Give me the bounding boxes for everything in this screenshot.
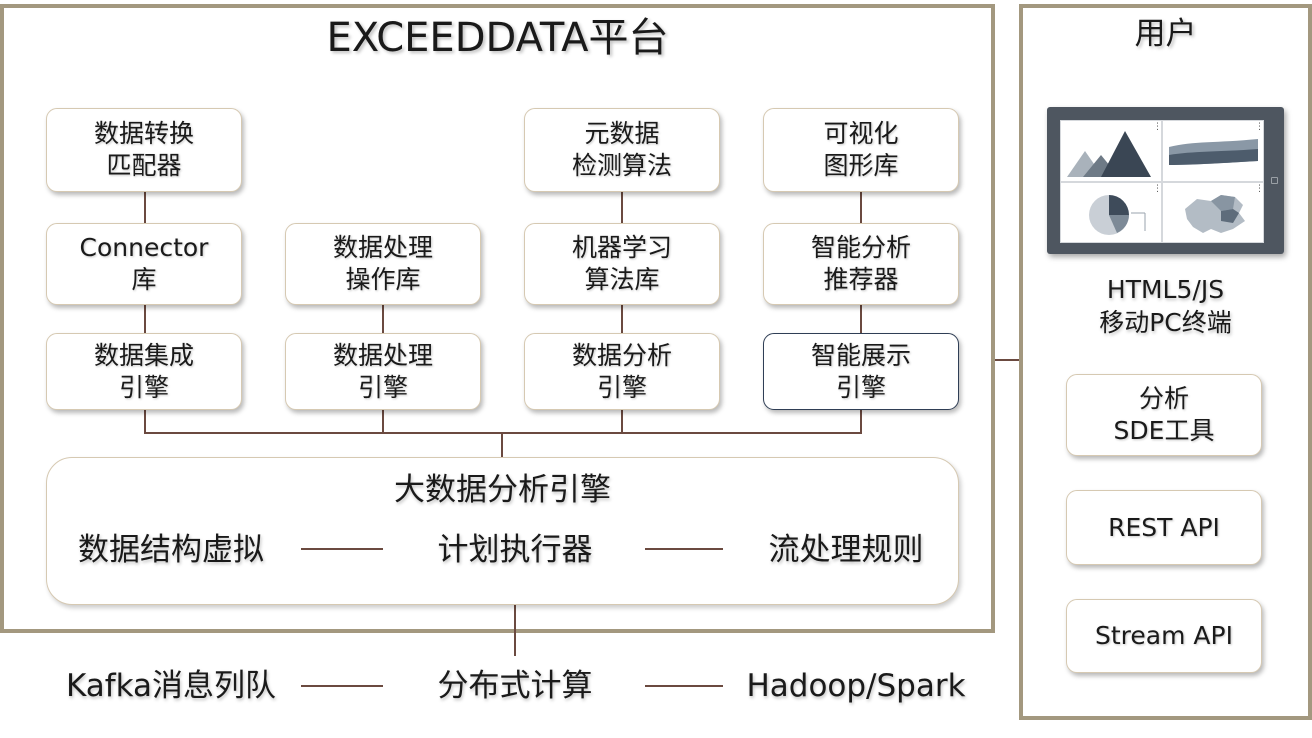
sde-tool-line2: SDE工具 — [1113, 416, 1215, 445]
connector-module-line1: Connector — [79, 233, 209, 262]
pie-chart-icon: ⋮ — [1060, 182, 1162, 243]
integration-engine-line2: 引擎 — [118, 372, 169, 402]
recommender-line2: 推荐器 — [823, 265, 899, 294]
viz-library-line2: 图形库 — [823, 151, 899, 180]
dashboard-tablet-icon: ⋮ ⋮ ⋮ — [1047, 107, 1284, 254]
ml-library-line2: 算法库 — [584, 265, 660, 294]
ml-library-line1: 机器学习 — [571, 233, 672, 262]
platform-user-link — [995, 359, 1019, 361]
line-viz-recommender — [860, 192, 862, 223]
line-ops-processing — [382, 305, 384, 333]
processing-engine-module: 数据处理 引擎 — [285, 333, 481, 410]
engine-title: 大数据分析引擎 — [394, 472, 611, 508]
connector-module: Connector 库 — [46, 223, 242, 305]
terminal-label-line1: HTML5/JS — [1106, 275, 1225, 304]
bottom-right-label: Hadoop/Spark — [746, 668, 966, 704]
drop-processing — [382, 410, 384, 433]
mountain-chart-icon: ⋮ — [1060, 120, 1162, 182]
bus-to-engine — [501, 432, 503, 457]
sde-tool-module: 分析 SDE工具 — [1066, 374, 1262, 456]
sde-tool-line1: 分析 — [1138, 384, 1189, 413]
tablet-screen: ⋮ ⋮ ⋮ — [1060, 120, 1264, 243]
bottom-dash-left — [301, 685, 383, 687]
connector-module-line2: 库 — [131, 265, 157, 294]
engine-right-label: 流处理规则 — [768, 532, 924, 568]
engine-left-label: 数据结构虚拟 — [78, 532, 264, 568]
integration-engine-line1: 数据集成 — [93, 340, 194, 370]
viz-library-line1: 可视化 — [823, 119, 899, 148]
line-connector-integration — [144, 305, 146, 333]
metadata-module-line2: 检测算法 — [571, 151, 672, 180]
engine-center-label: 计划执行器 — [437, 532, 593, 568]
ops-library-line1: 数据处理 — [332, 233, 433, 262]
match-module-line1: 数据转换 — [93, 119, 194, 148]
line-recommender-display — [860, 305, 862, 333]
engine-dash-left — [301, 548, 383, 550]
analysis-engine-box — [46, 457, 959, 605]
ml-library-module: 机器学习 算法库 — [524, 223, 720, 305]
ops-library-module: 数据处理 操作库 — [285, 223, 481, 305]
terminal-label-line2: 移动PC终端 — [1099, 308, 1232, 337]
stream-api-module: Stream API — [1066, 599, 1262, 673]
tablet-home-button — [1271, 177, 1278, 184]
analysis-engine-module: 数据分析 引擎 — [524, 333, 720, 410]
bottom-left-label: Kafka消息列队 — [65, 668, 277, 704]
line-ml-analysis — [621, 305, 623, 333]
display-engine-line1: 智能展示 — [810, 340, 911, 370]
display-engine-module: 智能展示 引擎 — [763, 333, 959, 410]
user-title: 用户 — [1134, 16, 1197, 52]
viz-library-module: 可视化 图形库 — [763, 108, 959, 192]
bottom-center-label: 分布式计算 — [437, 668, 593, 704]
stream-api-label: Stream API — [1095, 621, 1233, 650]
recommender-line1: 智能分析 — [810, 233, 911, 262]
metadata-module-line1: 元数据 — [584, 119, 660, 148]
drop-analysis — [621, 410, 623, 433]
platform-title: EXCEEDDATA平台 — [326, 15, 669, 61]
ops-library-line2: 操作库 — [345, 265, 421, 294]
drop-integration — [144, 410, 146, 433]
processing-engine-line2: 引擎 — [357, 372, 408, 402]
analysis-engine-line2: 引擎 — [596, 372, 647, 402]
display-engine-line2: 引擎 — [835, 372, 886, 402]
match-module-line2: 匹配器 — [106, 151, 182, 180]
recommender-module: 智能分析 推荐器 — [763, 223, 959, 305]
bottom-dash-right — [645, 685, 723, 687]
processing-engine-line1: 数据处理 — [332, 340, 433, 370]
match-module: 数据转换 匹配器 — [46, 108, 242, 192]
line-metadata-ml — [621, 192, 623, 223]
engine-dash-right — [645, 548, 723, 550]
line-match-connector — [144, 192, 146, 223]
drop-display — [860, 410, 862, 433]
engine-to-distributed — [514, 580, 516, 656]
rest-api-module: REST API — [1066, 490, 1262, 565]
rest-api-label: REST API — [1108, 512, 1220, 542]
integration-engine-module: 数据集成 引擎 — [46, 333, 242, 410]
china-map-icon: ⋮ — [1162, 182, 1264, 243]
analysis-engine-line1: 数据分析 — [571, 340, 672, 370]
area-chart-icon: ⋮ — [1162, 120, 1264, 182]
bus-line — [144, 432, 862, 434]
metadata-module: 元数据 检测算法 — [524, 108, 720, 192]
